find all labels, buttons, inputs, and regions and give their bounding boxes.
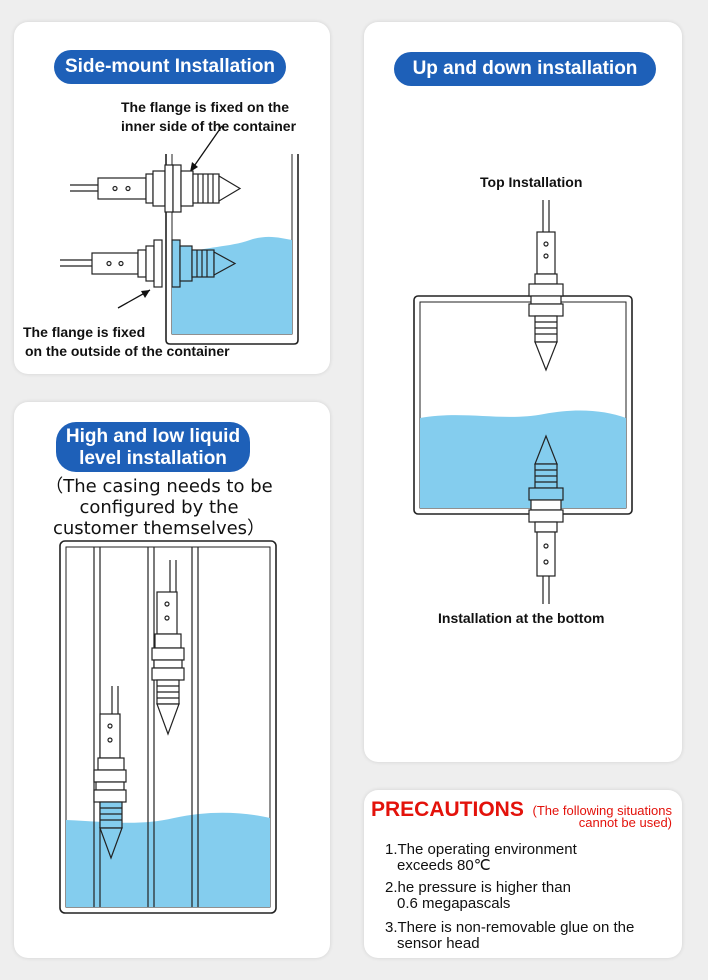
high-low-title-line2: level installation xyxy=(79,448,227,469)
precautions-card: PRECAUTIONS (The following situations ca… xyxy=(364,790,682,958)
top-installation-label: Top Installation xyxy=(480,174,583,190)
top-sensor xyxy=(528,200,564,372)
side-mount-title: Side-mount Installation xyxy=(54,50,286,84)
lower-side-sensor xyxy=(60,239,237,288)
high-low-title: High and low liquid level installation xyxy=(56,422,250,472)
casing-note-line1: （The casing needs to be xyxy=(45,476,273,497)
precautions-title: PRECAUTIONS xyxy=(371,798,524,821)
precautions-note-line1: (The following situations xyxy=(532,803,672,818)
tank-water xyxy=(66,812,270,907)
precaution-item-2-line2: 0.6 megapascals xyxy=(397,895,511,912)
tank-outline xyxy=(413,295,633,515)
flange-outer-note-line1: The flange is fixed xyxy=(23,324,146,340)
high-low-card: High and low liquid level installation （… xyxy=(14,402,330,958)
up-down-diagram xyxy=(413,200,633,604)
high-low-diagram xyxy=(59,540,277,914)
precautions-note-line2: cannot be used) xyxy=(578,815,672,830)
tank-water xyxy=(420,410,626,508)
up-down-title: Up and down installation xyxy=(394,52,656,86)
precaution-item-2: 2.he pressure is higher than 0.6 megapas… xyxy=(385,880,571,912)
precaution-item-2-line1: 2.he pressure is higher than xyxy=(385,879,571,896)
upper-side-sensor xyxy=(70,164,242,213)
side-mount-diagram xyxy=(60,125,299,345)
precaution-item-3-line1: 3.There is non-removable glue on the xyxy=(385,919,635,936)
high-low-title-line1: High and low liquid xyxy=(65,426,241,447)
casing-note-line3: customer themselves） xyxy=(52,518,266,539)
precaution-item-3: 3.There is non-removable glue on the sen… xyxy=(385,920,634,952)
casing-note-line2: configured by the xyxy=(79,497,239,518)
low-level-sensor xyxy=(93,686,127,860)
precaution-item-1-line2: exceeds 80℃ xyxy=(397,857,491,874)
precautions-note: (The following situations cannot be used… xyxy=(512,803,672,830)
flange-inner-note-line1: The flange is fixed on the xyxy=(121,99,290,115)
side-mount-card: Side-mount Installation The flange is fi… xyxy=(14,22,330,374)
bottom-installation-label: Installation at the bottom xyxy=(438,610,605,626)
precaution-item-1-line1: 1.The operating environment xyxy=(385,841,577,858)
precaution-item-1: 1.The operating environment exceeds 80℃ xyxy=(385,842,577,874)
tank-outline xyxy=(59,540,277,914)
flange-outer-note-line2: on the outside of the container xyxy=(25,343,230,359)
container-outline xyxy=(165,154,299,345)
casing-note: （The casing needs to be configured by th… xyxy=(14,476,304,539)
precaution-item-3-line2: sensor head xyxy=(397,935,480,952)
flange-inner-note-line2: inner side of the container xyxy=(121,118,297,134)
high-level-sensor xyxy=(151,560,185,736)
up-down-card: Up and down installation Top Installatio… xyxy=(364,22,682,762)
bottom-sensor xyxy=(528,434,564,604)
